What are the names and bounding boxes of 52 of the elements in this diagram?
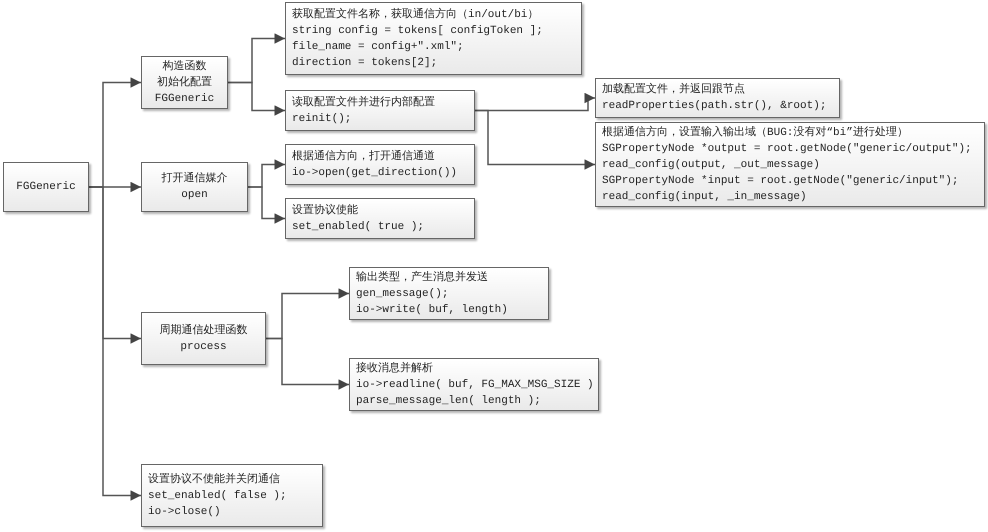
- code-line: SGPropertyNode *output = root.getNode("generic/output");: [602, 142, 972, 156]
- box-text: 根据通信方向，设置输入输出域（BUG:没有对“bi”进行处理）: [602, 124, 908, 140]
- process-box: [141, 464, 323, 527]
- box-text: 输出类型，产生消息并发送: [356, 270, 488, 286]
- process-box: [141, 162, 248, 212]
- connector-arrow: [475, 110, 595, 170]
- process-box: [141, 312, 266, 365]
- connector-arrow: [228, 82, 285, 116]
- code-line: string config = tokens[ configToken ];: [292, 24, 543, 38]
- code-line: direction = tokens[2];: [292, 56, 438, 70]
- process-box: [141, 56, 228, 109]
- process-box: [349, 267, 549, 320]
- code-line: set_enabled( false );: [148, 488, 287, 504]
- box-text: 打开通信媒介: [162, 171, 228, 187]
- box-text: 设置协议不使能并关闭通信: [148, 472, 280, 488]
- box-text: FGGeneric: [154, 92, 214, 106]
- code-line: read_config(output, _out_message): [602, 158, 820, 172]
- box-text: 周期通信处理函数: [160, 322, 248, 338]
- code-line: file_name = config+".xml";: [292, 40, 464, 54]
- process-box: [595, 122, 985, 207]
- code-line: io->write( buf, length): [356, 302, 508, 318]
- process-box: [3, 162, 89, 212]
- code-line: io->close(): [148, 504, 221, 520]
- box-text: FGGeneric: [16, 180, 76, 195]
- connector-arrow: [266, 338, 349, 390]
- box-text: 读取配置文件并进行内部配置: [292, 94, 435, 110]
- code-line: io->readline( buf, FG_MAX_MSG_SIZE ): [356, 378, 594, 392]
- code-line: SGPropertyNode *input = root.getNode("generic/input");: [602, 174, 958, 188]
- process-box: [285, 198, 475, 239]
- box-text: 根据通信方向，打开通信通道: [292, 148, 435, 164]
- process-box: [285, 90, 475, 131]
- code-line: reinit();: [292, 112, 352, 126]
- connector-arrow: [89, 186, 141, 501]
- box-text: 构造函数: [162, 59, 206, 74]
- box-text: 初始化配置: [157, 74, 212, 90]
- box-text: 接收消息并解析: [356, 360, 433, 376]
- code-line: readProperties(path.str(), &root);: [602, 99, 826, 114]
- box-text: open: [181, 188, 208, 203]
- box-text: 获取配置文件名称，获取通信方向（in/out/bi）: [292, 6, 538, 22]
- code-line: parse_message_len( length );: [356, 394, 541, 408]
- process-box: [285, 144, 475, 185]
- code-line: set_enabled( true );: [292, 220, 424, 234]
- box-text: process: [180, 340, 227, 354]
- connector-arrow: [248, 186, 285, 224]
- process-box: [349, 358, 599, 411]
- code-line: read_config(input, _in_message): [602, 190, 807, 204]
- code-line: io->open(get_direction()): [292, 166, 458, 180]
- code-line: gen_message();: [356, 286, 448, 302]
- process-box: [595, 78, 840, 118]
- box-text: 设置协议使能: [292, 203, 358, 218]
- process-box: [285, 2, 582, 75]
- box-text: 加载配置文件，并返回跟节点: [602, 82, 745, 98]
